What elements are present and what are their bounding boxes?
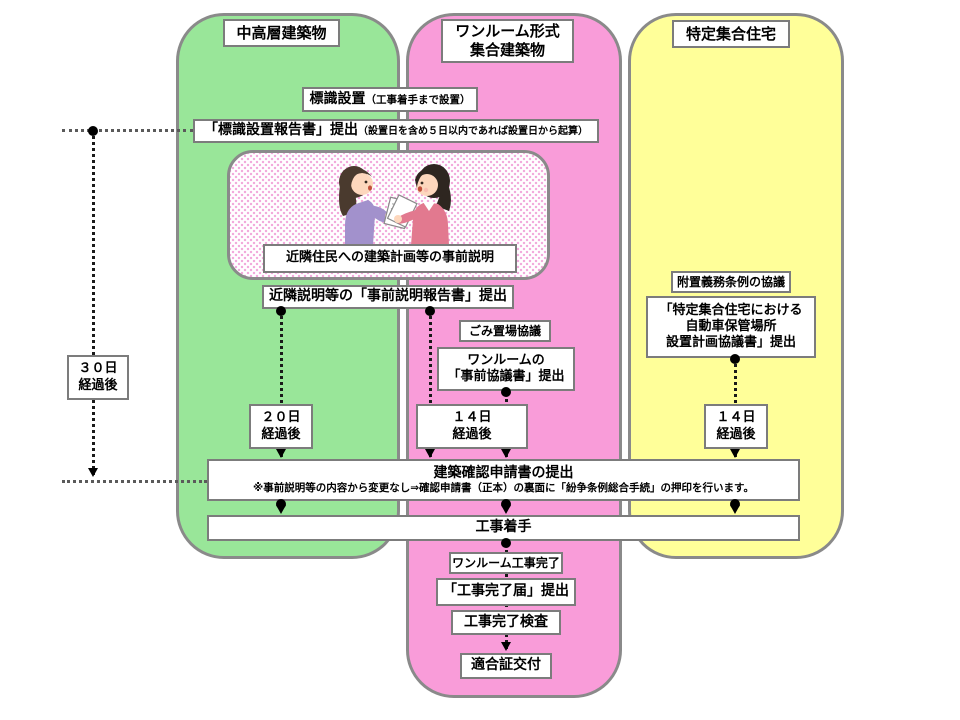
- timeline-30days-line: [92, 131, 95, 475]
- connector-dot: [501, 538, 511, 548]
- step-sign-report: 「標識設置報告書」提出（設置日を含め５日以内であれば設置日から起算）: [193, 119, 599, 143]
- header-one-room: ワンルーム形式 集合建築物: [441, 19, 574, 63]
- arrow-down-icon: [276, 505, 286, 514]
- connector-pink-lane-a: [429, 311, 432, 457]
- connector-dot: [501, 499, 511, 509]
- arrow-down-icon: [501, 642, 511, 651]
- connector-green-lane: [280, 311, 283, 457]
- wait-box-20days: ２０日 経過後: [249, 404, 313, 449]
- header-specified-housing: 特定集合住宅: [672, 20, 790, 48]
- connector-dot: [276, 499, 286, 509]
- step-sign-setup: 標識設置（工事着手まで設置）: [302, 87, 478, 112]
- header-mid-high-rise: 中高層建築物: [223, 19, 340, 47]
- step-parking-ordinance-consult: 附置義務条例の協議: [671, 271, 791, 293]
- two-women-talking-illustration: [339, 164, 451, 245]
- illustration-panel: 近隣住民への建築計画等の事前説明: [227, 150, 550, 280]
- arrow-down-icon: [501, 449, 511, 458]
- step-neighbor-report: 近隣説明等の「事前説明報告書」提出: [262, 285, 514, 309]
- step-construction-start: 工事着手: [207, 515, 800, 541]
- step-building-confirmation: 建築確認申請書の提出 ※事前説明等の内容から変更なし⇒確認申請書（正本）の裏面に…: [207, 459, 800, 501]
- arrow-down-icon: [276, 449, 286, 458]
- step-oneroom-prior-consult: ワンルームの 「事前協議書」提出: [437, 347, 575, 391]
- step-completion-inspection: 工事完了検査: [451, 610, 561, 635]
- connector-dot: [730, 354, 740, 364]
- wait-box-14days-oneroom: １４日 経過後: [416, 404, 528, 449]
- arrow-down-icon: [501, 505, 511, 514]
- step-oneroom-complete: ワンルーム工事完了: [449, 552, 563, 574]
- arrow-down-icon: [425, 449, 435, 458]
- connector-dot: [425, 306, 435, 316]
- connector-dot: [730, 499, 740, 509]
- connector-dot: [88, 126, 98, 136]
- wait-box-30days: ３０日 経過後: [67, 355, 129, 400]
- arrow-down-icon: [730, 505, 740, 514]
- timeline-bottom-tie-line: [62, 480, 207, 483]
- connector-dot: [501, 387, 511, 397]
- step-parking-plan-report: 「特定集合住宅における 自動車保管場所 設置計画協議書」提出: [646, 296, 816, 358]
- connector-dot: [276, 306, 286, 316]
- wait-box-14days-housing: １４日 経過後: [704, 404, 768, 449]
- step-garbage-consult: ごみ置場協議: [459, 320, 551, 342]
- arrow-down-icon: [88, 468, 98, 477]
- step-completion-report: 「工事完了届」提出: [436, 578, 576, 606]
- timeline-top-tie-line: [62, 129, 193, 132]
- step-certificate: 適合証交付: [460, 653, 552, 679]
- arrow-down-icon: [730, 449, 740, 458]
- step-prior-explanation-label: 近隣住民への建築計画等の事前説明: [263, 244, 517, 273]
